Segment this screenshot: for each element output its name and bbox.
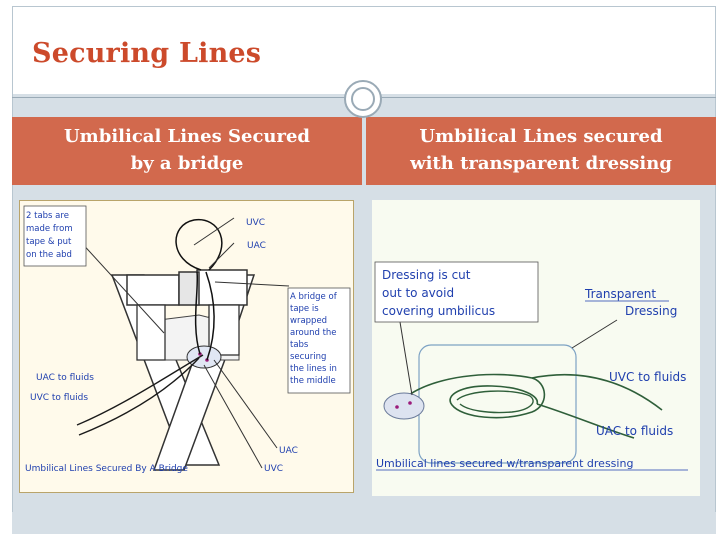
uvc-to-fluids-label: UVC to fluids (609, 370, 686, 384)
uvc-line (531, 373, 663, 411)
uvc-loop (175, 219, 223, 271)
dressing-diagram-bg (372, 200, 700, 496)
umbilicus (383, 392, 425, 420)
bridge-note-line-2: tape is (290, 304, 319, 314)
tabs-note-line-1: 2 tabs are (26, 211, 69, 221)
bridge-center (178, 271, 200, 306)
bridge-note-line-3: wrapped (290, 316, 327, 326)
uac-top-label: UAC (247, 241, 266, 251)
transparent-label-line-1: Transparent (584, 287, 656, 301)
title-area (12, 6, 716, 94)
bottom-bar (12, 512, 716, 534)
transparent-label-line-2: Dressing (625, 304, 677, 318)
uac-line (536, 403, 635, 439)
dressing-note-line-1: Dressing is cut (382, 268, 471, 282)
dressing-diagram-image: Dressing is cut out to avoid covering um… (372, 200, 700, 496)
dressing-note-line-2: out to avoid (382, 286, 454, 300)
right-header-line-2: with transparent dressing (410, 153, 672, 174)
tabs-note-line-2: made from (26, 224, 73, 234)
uvc-to-fluids-label: UVC to fluids (30, 393, 88, 403)
bridge-tab-right (196, 269, 248, 306)
bridge-diagram-image: 2 tabs are made from tape & put on the a… (19, 200, 354, 493)
bridge-note-line-6: securing (290, 352, 326, 362)
tabs-note-line-3: tape & put (26, 237, 72, 247)
bridge-note-box (287, 287, 351, 394)
coiled-line-inner (456, 390, 534, 414)
dressing-note-box (374, 261, 539, 323)
right-column-header: Umbilical Lines secured with transparent… (366, 117, 716, 185)
uac-to-fluids-label: UAC to fluids (36, 373, 94, 383)
dressing-note-line-3: covering umbilicus (382, 304, 495, 318)
uvc-top-label: UVC (246, 218, 265, 228)
left-header-line-2: by a bridge (130, 153, 244, 174)
tabs-note-box (23, 205, 87, 267)
coiled-line-outer (401, 373, 546, 419)
bridge-diagram-caption: Umbilical Lines Secured By A Bridge (25, 464, 188, 474)
left-column-header: Umbilical Lines Secured by a bridge (12, 117, 362, 185)
ring-ornament (344, 80, 382, 118)
tab-column-1 (136, 304, 166, 361)
dressing-diagram-caption: Umbilical lines secured w/transparent dr… (376, 457, 633, 470)
uac-bottom-label: UAC (279, 446, 298, 456)
right-header-line-1: Umbilical Lines secured (419, 126, 663, 147)
uvc-bottom-label: UVC (264, 464, 283, 474)
bridge-note-line-4: around the (290, 328, 337, 338)
uac-to-fluids-label: UAC to fluids (596, 424, 673, 438)
bridge-note-line-8: the middle (290, 376, 336, 386)
slide-title: Securing Lines (32, 38, 262, 69)
bridge-note-line-1: A bridge of (290, 292, 338, 302)
tabs-note-line-4: on the abd (26, 250, 72, 260)
bridge-note-line-7: the lines in (290, 364, 337, 374)
bridge-diagram-svg: 2 tabs are made from tape & put on the a… (19, 200, 354, 493)
left-header-line-1: Umbilical Lines Secured (63, 126, 311, 147)
bridge-note-line-5: tabs (290, 340, 309, 350)
dressing-diagram-svg: Dressing is cut out to avoid covering um… (372, 200, 700, 496)
